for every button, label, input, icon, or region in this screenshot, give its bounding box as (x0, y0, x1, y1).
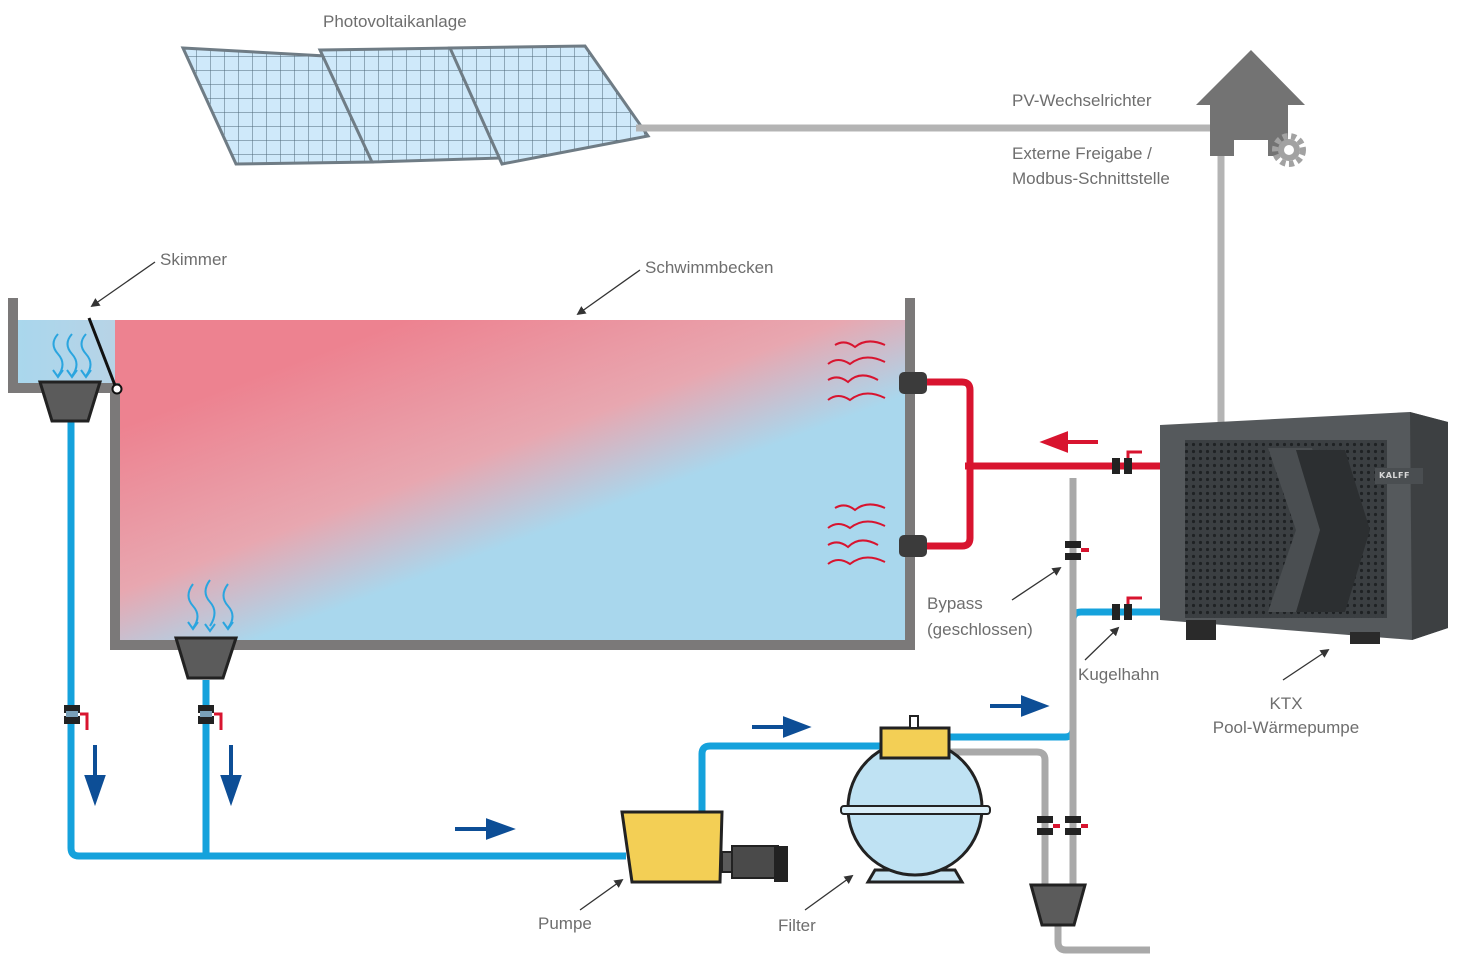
label-heat-pump-line2: Pool-Wärmepumpe (1212, 718, 1360, 737)
label-bypass-line2: (geschlossen) (927, 620, 1033, 639)
label-heat-pump-line1: KTX (1269, 694, 1303, 713)
pump-icon (620, 810, 788, 884)
label-external-line2: Modbus-Schnittstelle (1012, 169, 1170, 188)
skimmer-flap (87, 317, 123, 395)
pool (8, 298, 915, 650)
label-pump: Pumpe (538, 914, 592, 933)
heat-pump-icon (1160, 412, 1448, 644)
filter-icon (840, 715, 991, 884)
suction-waves-icon (52, 333, 234, 633)
ball-valve-icon (64, 450, 1142, 835)
solar-panel-icon (180, 44, 651, 166)
skimmer-icon (37, 380, 103, 423)
heat-pump-brand: KALFF (1379, 471, 1410, 480)
gear-icon (1272, 133, 1306, 167)
label-skimmer: Skimmer (160, 250, 228, 269)
leader-lines (90, 261, 1330, 911)
house-icon (1196, 50, 1305, 156)
label-filter: Filter (778, 916, 816, 935)
label-external-line1: Externe Freigabe / (1012, 144, 1152, 163)
label-bypass-line1: Bypass (927, 594, 983, 613)
heat-waves-icon (827, 340, 886, 566)
signal-cable (636, 124, 1225, 425)
label-ball-valve: Kugelhahn (1078, 665, 1160, 684)
inlet-nozzle (899, 372, 927, 557)
waste-water-pipes (950, 478, 1150, 954)
label-photovoltaik: Photovoltaikanlage (323, 12, 467, 31)
label-pool: Schwimmbecken (645, 258, 774, 277)
floor-drain-icon (173, 636, 239, 680)
label-inverter: PV-Wechselrichter (1012, 91, 1152, 110)
waste-drain-icon (1029, 883, 1087, 927)
flow-arrow-icon (84, 431, 1098, 840)
